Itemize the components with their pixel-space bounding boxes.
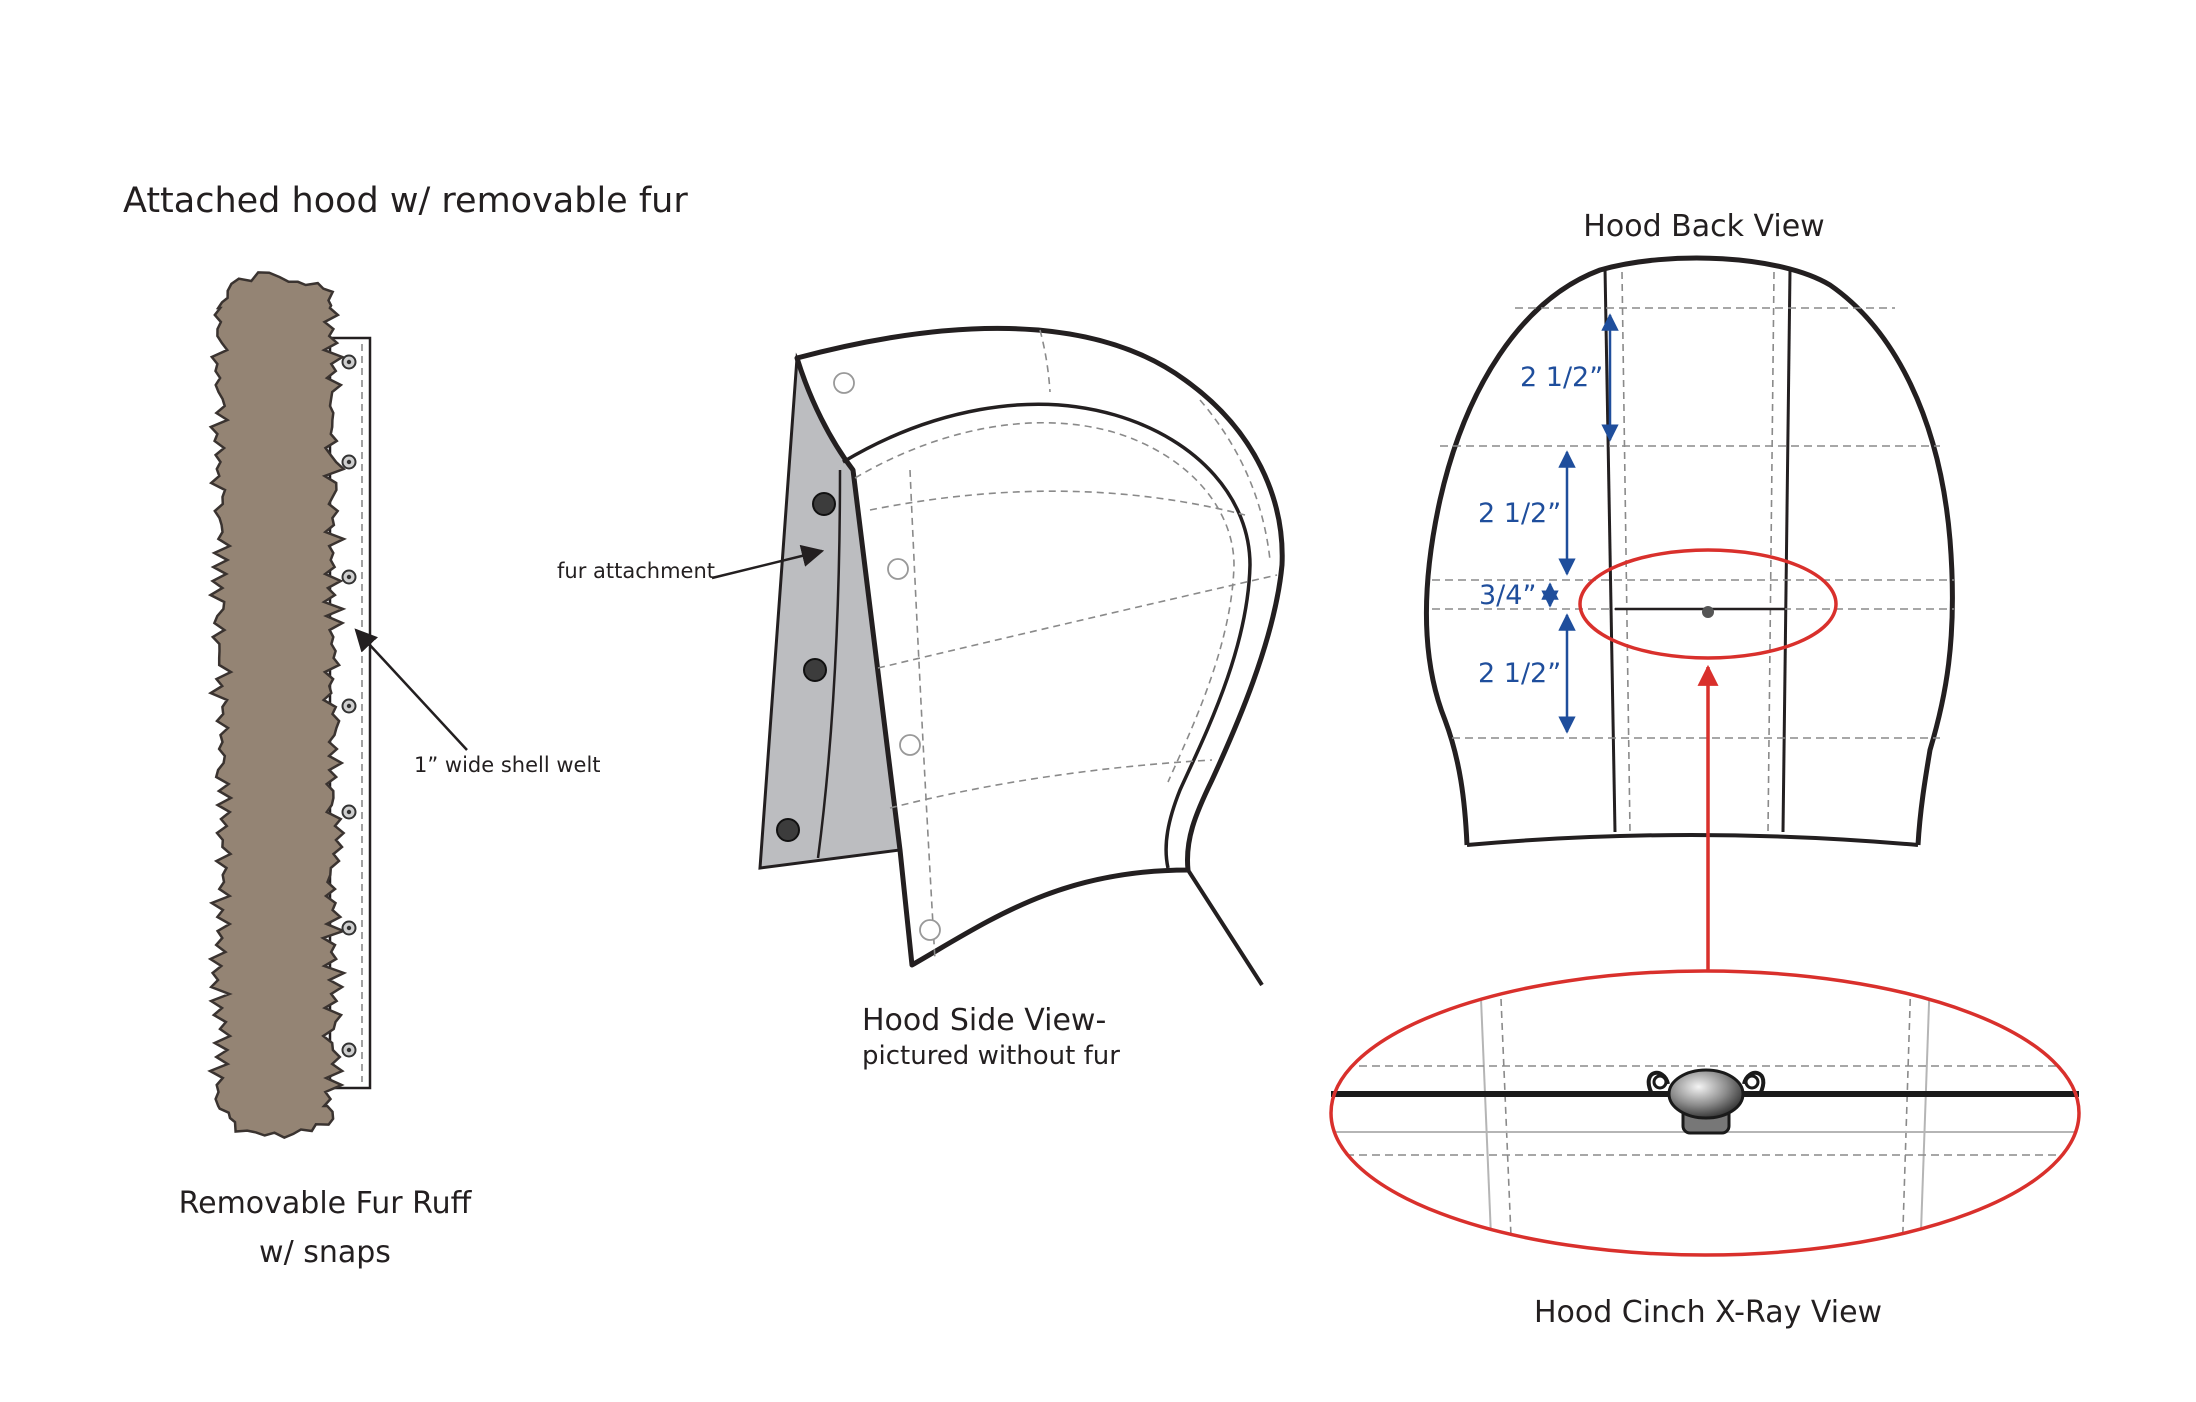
fur-body	[207, 271, 348, 1139]
hood-face-opening	[842, 402, 1252, 869]
hood-shell	[794, 325, 1285, 968]
dim-label: 2 1/2”	[1478, 658, 1561, 689]
hood-side-view	[758, 325, 1285, 987]
side-view-label-line1: Hood Side View-	[862, 1003, 1106, 1038]
snap-center	[346, 703, 352, 709]
xray-view-label: Hood Cinch X-Ray View	[1534, 1295, 1882, 1330]
hood-seam-3	[889, 759, 1213, 809]
fur-ruff-label-line1: Removable Fur Ruff	[179, 1186, 473, 1221]
lining-seam	[816, 469, 842, 859]
snap-marker-icon	[899, 734, 921, 756]
ruff-snaps	[341, 354, 357, 1058]
hood-seam-6	[1199, 399, 1271, 561]
back-view-label: Hood Back View	[1583, 209, 1824, 244]
dim-label: 2 1/2”	[1520, 362, 1603, 393]
snap-center	[346, 925, 352, 931]
hood-seam-2	[877, 574, 1278, 669]
snap-center	[346, 809, 352, 815]
hood-back-hem	[1466, 833, 1919, 847]
hood-face-stitch	[854, 421, 1235, 783]
xray-seam-left	[1479, 974, 1493, 1255]
hood-seam-4	[909, 469, 936, 961]
snap-center	[346, 359, 352, 365]
hood-seam-1	[869, 490, 1246, 516]
snap-center	[346, 1047, 352, 1053]
hood-seam-5	[1039, 329, 1051, 393]
side-view-label-line2: pictured without fur	[862, 1041, 1120, 1071]
snap-marker-icon	[919, 919, 941, 941]
fur-attachment-arrow	[711, 544, 825, 580]
snap-icon	[803, 658, 827, 682]
snap-center	[346, 459, 352, 465]
shell-welt-arrow	[354, 628, 468, 751]
drawing-title: Attached hood w/ removable fur	[123, 181, 688, 221]
snap-center	[346, 574, 352, 580]
back-panel-stitch-right	[1767, 271, 1775, 833]
fur-ruff-label-line2: w/ snaps	[259, 1235, 391, 1270]
snap-marker-icon	[833, 372, 855, 394]
snap-marker-icon	[887, 558, 909, 580]
dim-label: 3/4”	[1479, 580, 1536, 611]
fur-ruff	[207, 271, 372, 1139]
shell-welt-label: 1” wide shell welt	[414, 753, 601, 777]
cord-lock-icon	[1702, 606, 1714, 618]
hood-neck-line	[1186, 868, 1264, 987]
dim-label: 2 1/2”	[1478, 498, 1561, 529]
snap-icon	[812, 492, 836, 516]
cinch-highlight-ellipse	[1578, 548, 1838, 660]
xray-seam-right	[1919, 974, 1931, 1255]
snap-icon	[776, 818, 800, 842]
fur-attachment-label: fur attachment	[557, 559, 715, 583]
back-panel-stitch-left	[1621, 271, 1631, 833]
cinch-xray-view	[1329, 969, 2081, 1257]
hood-back-view: 2 1/2” 2 1/2” 3/4” 2 1/2”	[1423, 255, 1955, 847]
xray-ellipse-outline	[1329, 969, 2081, 1257]
cord-lock-icon	[1646, 1068, 1766, 1135]
